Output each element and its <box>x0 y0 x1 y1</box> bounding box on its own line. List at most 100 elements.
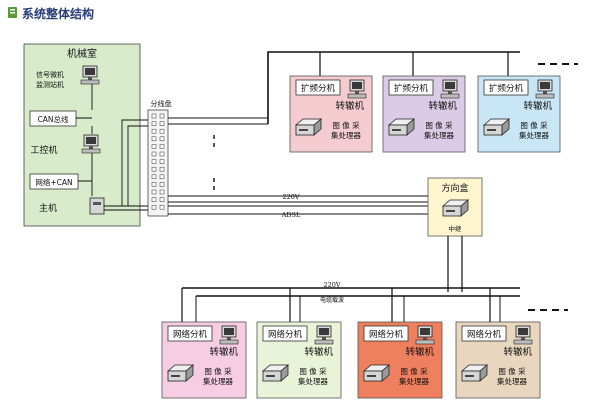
unit-tag-box <box>167 325 213 342</box>
unit-tag-box <box>295 79 341 96</box>
terminal-left <box>151 197 157 202</box>
terminal-right <box>159 144 165 149</box>
unit-tag-box <box>388 79 434 96</box>
unit-tag-label: 扩频分机 <box>489 83 524 94</box>
processor-label-1: 图 像 采 <box>400 366 428 376</box>
unit-terminal-icon <box>219 325 239 345</box>
host-icon <box>89 197 105 215</box>
can-bus-label: CAN总线 <box>38 114 69 124</box>
machine-room-title: 机械室 <box>67 47 97 60</box>
direction-box-title: 方向盒 <box>441 182 468 194</box>
signal-pc-label-2: 监测站机 <box>36 80 64 89</box>
unit-tag-box <box>483 79 529 96</box>
image-processor-icon <box>262 364 289 382</box>
terminal-right <box>159 197 165 202</box>
processor-label-2: 集处理器 <box>424 130 454 140</box>
signal-pc-icon <box>80 65 100 85</box>
switch-machine-label: 转辙机 <box>428 100 457 112</box>
unit-tag-label: 网络分机 <box>369 329 404 340</box>
unit-terminal-icon <box>415 325 435 345</box>
terminal-right <box>159 121 165 126</box>
processor-label-2: 集处理器 <box>298 376 328 386</box>
processor-label-1: 图 像 采 <box>299 366 327 376</box>
unit-terminal-icon <box>440 79 460 99</box>
terminal-left <box>151 189 157 195</box>
distribution-panel-label: 分线盘 <box>151 99 172 108</box>
unit-terminal-icon <box>347 79 367 99</box>
processor-label-2: 集处理器 <box>331 130 361 140</box>
unit-terminal-icon <box>314 325 334 345</box>
image-processor-icon <box>295 118 322 136</box>
switch-machine-label: 转辙机 <box>335 100 364 112</box>
terminal-left <box>151 151 157 157</box>
switch-machine-label: 转辙机 <box>209 346 238 358</box>
relay-label: 中继 <box>449 224 463 233</box>
image-processor-icon <box>483 118 510 136</box>
terminal-left <box>151 136 157 142</box>
processor-label-1: 图 像 采 <box>498 366 526 376</box>
bottom-power-label: 220V <box>323 281 340 289</box>
power-line-label: 220V <box>282 193 299 201</box>
unit-tag-box <box>363 325 409 342</box>
processor-label-2: 集处理器 <box>497 376 527 386</box>
terminal-right <box>159 159 165 164</box>
processor-label-1: 图 像 采 <box>425 120 453 130</box>
terminal-right <box>159 166 165 172</box>
terminal-right <box>159 136 165 142</box>
terminal-left <box>151 113 157 119</box>
document-icon <box>8 7 17 18</box>
ipc-label: 工控机 <box>30 144 57 156</box>
unit-tag-box <box>461 325 507 342</box>
terminal-left <box>151 182 157 187</box>
page-header: 系统整体结构 <box>8 6 94 21</box>
trunk-lines <box>104 51 578 311</box>
unit-tag-label: 网络分机 <box>467 329 502 340</box>
image-processor-icon <box>363 364 390 382</box>
page-title: 系统整体结构 <box>22 6 94 21</box>
terminal-left <box>151 204 157 210</box>
bottom-bus <box>181 236 520 322</box>
terminal-left <box>151 159 157 164</box>
terminal-left <box>151 144 157 149</box>
terminal-right <box>159 128 165 134</box>
ipc-icon <box>81 134 101 154</box>
terminal-right <box>159 174 165 180</box>
unit-tag-label: 网络分机 <box>173 329 208 340</box>
distribution-panel: 分线盘 <box>147 99 172 217</box>
unit-tag-label: 网络分机 <box>268 329 303 340</box>
terminal-right <box>159 204 165 210</box>
signal-pc-label-1: 信号微机 <box>36 70 64 79</box>
image-processor-icon <box>461 364 488 382</box>
terminal-right <box>159 113 165 119</box>
unit-tag-label: 扩频分机 <box>301 83 336 94</box>
carrier-label: 电缆载波 <box>320 296 344 304</box>
terminal-right <box>159 151 165 157</box>
direction-box: 方向盒 中继 <box>427 177 483 237</box>
image-processor-icon <box>388 118 415 136</box>
relay-device-icon <box>442 199 469 217</box>
machine-room: 机械室 信号微机 监测站机 CAN总线 工控机 网络+CAN 主机 <box>23 43 141 227</box>
terminal-right <box>159 189 165 195</box>
processor-label-2: 集处理器 <box>519 130 549 140</box>
host-label: 主机 <box>39 202 57 214</box>
terminal-right <box>159 182 165 187</box>
switch-machine-label: 转辙机 <box>523 100 552 112</box>
unit-terminal-icon <box>513 325 533 345</box>
switch-machine-label: 转辙机 <box>503 346 532 358</box>
terminal-left <box>151 166 157 172</box>
switch-machine-label: 转辙机 <box>304 346 333 358</box>
terminal-left <box>151 128 157 134</box>
adsl-line-label: ADSL <box>281 211 301 219</box>
net-can-label: 网络+CAN <box>35 177 72 187</box>
unit-tag-label: 扩频分机 <box>394 83 429 94</box>
processor-label-1: 图 像 采 <box>332 120 360 130</box>
switch-machine-label: 转辙机 <box>405 346 434 358</box>
